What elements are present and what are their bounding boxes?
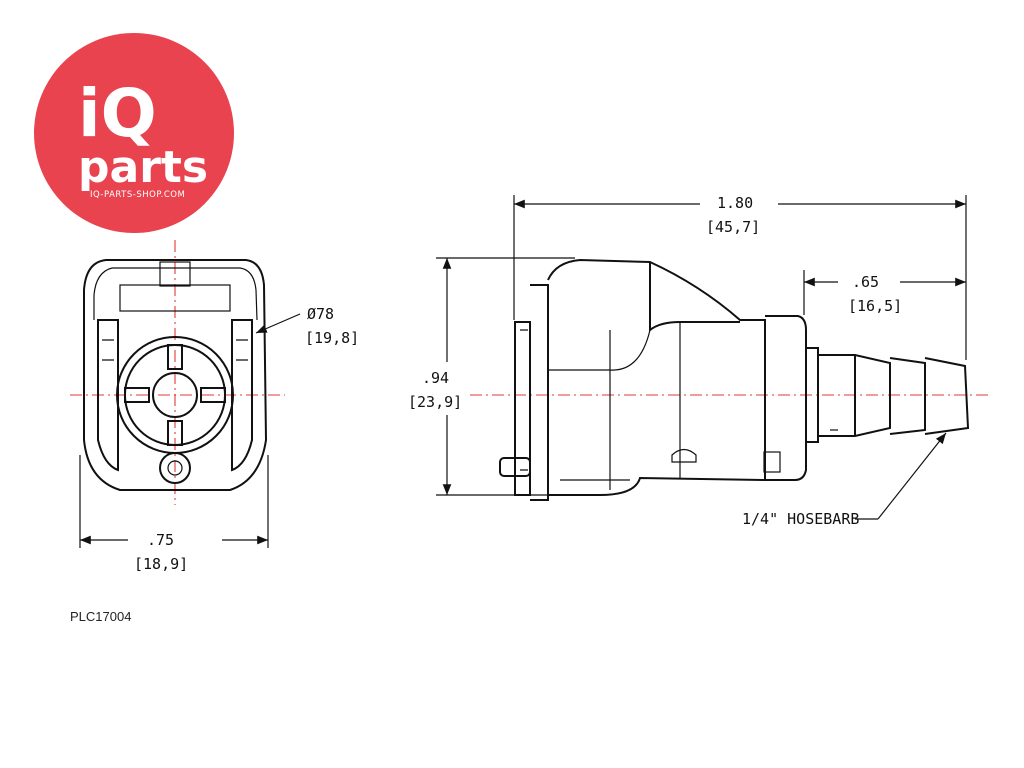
iq-parts-logo: iQ parts IQ-PARTS-SHOP.COM [34,33,234,233]
logo-website: IQ-PARTS-SHOP.COM [90,190,185,200]
front-width-inch: .75 [147,531,174,549]
front-diameter-mm: [19,8] [305,329,359,347]
logo-brand-bottom: parts [78,142,208,193]
side-length-inch: 1.80 [717,194,753,212]
front-width-mm: [18,9] [134,555,188,573]
front-diameter-inch: Ø78 [307,305,334,323]
hosebarb-callout: 1/4" HOSEBARB [742,510,859,528]
side-height-mm: [23,9] [408,393,462,411]
logo-brand-top: iQ [78,75,157,152]
front-view: .75 [18,9] Ø78 [19,8] [70,240,359,573]
side-barb-inch: .65 [852,273,879,291]
side-barb-mm: [16,5] [848,297,902,315]
side-length-mm: [45,7] [706,218,760,236]
side-view: 1.80 [45,7] .65 [16,5] .94 [23,9] 1/4" H… [408,194,990,528]
logo-circle [34,33,234,233]
side-height-inch: .94 [422,369,449,387]
part-number: PLC17004 [70,609,132,624]
